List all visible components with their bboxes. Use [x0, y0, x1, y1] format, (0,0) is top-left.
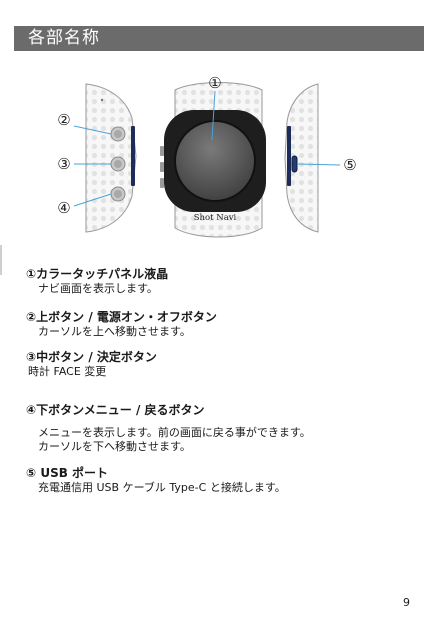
edge-mark: [0, 245, 2, 275]
section-touch-panel: ①カラータッチパネル液晶 ナビ画面を表示します。: [26, 266, 168, 296]
callout-5: ⑤: [343, 156, 356, 174]
callout-3: ③: [57, 155, 70, 173]
watch-diagram: Shot Navi ① ② ③ ④ ⑤: [57, 74, 357, 238]
section-text: 時計 FACE 変更: [28, 365, 107, 378]
section-middle-button: ③中ボタン / 決定ボタン 時計 FACE 変更: [26, 349, 157, 379]
page-title: 各部名称: [14, 26, 424, 51]
middle-button: [110, 156, 126, 172]
usb-port: [291, 155, 298, 173]
section-text: カーソルを上へ移動させます。: [38, 325, 191, 338]
callout-4: ④: [57, 199, 70, 217]
watch-right-side-view: [284, 83, 319, 233]
section-text: カーソルを下へ移動させます。: [38, 440, 191, 453]
page-number: 9: [403, 596, 410, 609]
section-heading: ④下ボタンメニュー / 戻るボタン: [26, 403, 205, 417]
watch-brand-label: Shot Navi: [194, 213, 237, 223]
section-usb-port: ⑤ USB ポート 充電通信用 USB ケーブル Type-C と接続します。: [26, 465, 286, 495]
section-text: ナビ画面を表示します。: [38, 282, 158, 295]
upper-button: [110, 126, 126, 142]
section-heading: ③中ボタン / 決定ボタン: [26, 350, 157, 364]
section-heading: ①カラータッチパネル液晶: [26, 267, 169, 281]
section-heading: ②上ボタン / 電源オン・オフボタン: [26, 310, 217, 324]
watch-front-view: Shot Navi: [160, 82, 266, 238]
callout-lines: [73, 90, 341, 207]
section-lower-button: ④下ボタンメニュー / 戻るボタン メニューを表示します。前の画面に戻る事ができ…: [26, 402, 311, 454]
section-heading: ⑤ USB ポート: [26, 466, 109, 480]
touch-screen: [174, 120, 256, 202]
watch-left-side-view: [85, 83, 137, 233]
lower-button: [110, 186, 126, 202]
section-text: 充電通信用 USB ケーブル Type-C と接続します。: [38, 481, 286, 494]
section-text: メニューを表示します。前の画面に戻る事ができます。: [38, 426, 311, 439]
callout-2: ②: [57, 111, 70, 129]
section-upper-button: ②上ボタン / 電源オン・オフボタン カーソルを上へ移動させます。: [26, 309, 217, 339]
callout-1: ①: [208, 74, 221, 92]
